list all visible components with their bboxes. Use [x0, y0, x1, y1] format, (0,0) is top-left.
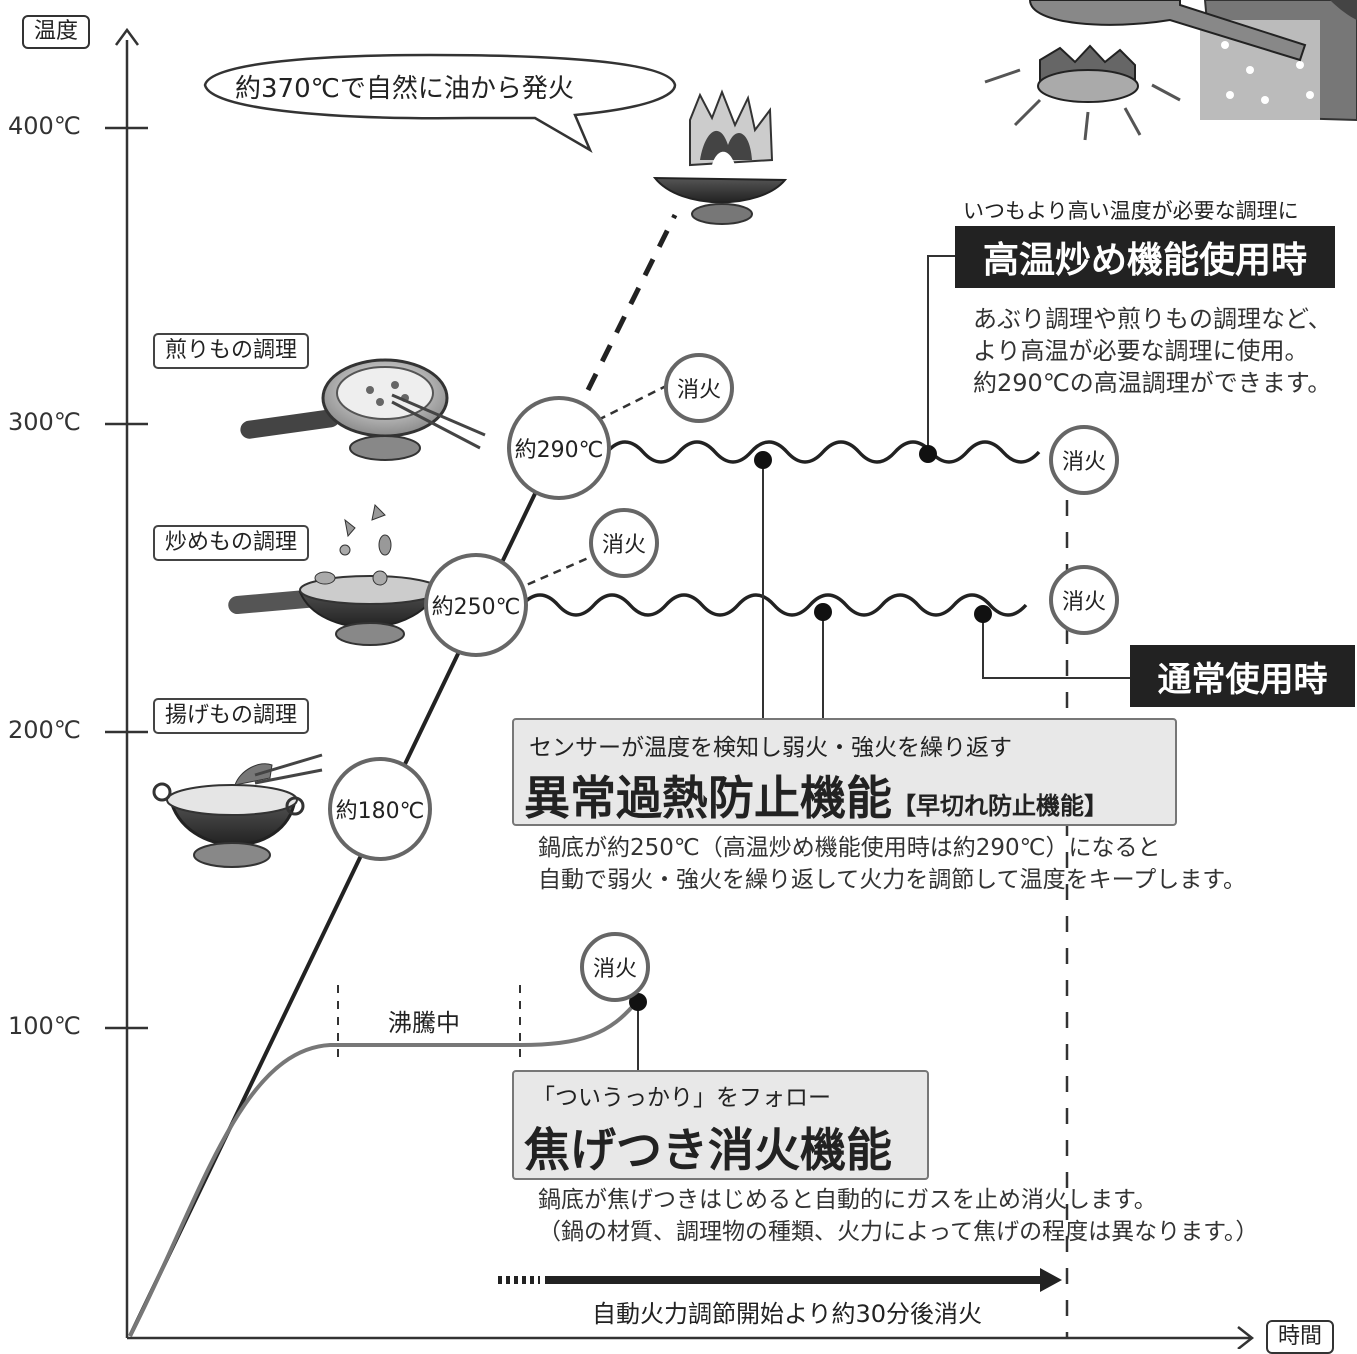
leader-250-off [514, 553, 596, 592]
overheat-title-row: 異常過熱防止機能【早切れ防止機能】 [524, 762, 1108, 828]
wave-250 [520, 593, 1028, 617]
leader-290-off [597, 383, 669, 422]
ignition-dashed-line [585, 213, 678, 392]
off-circle-4: 消火 [1049, 565, 1119, 635]
high-temp-desc-line-3: 約290℃の高温調理ができます。 [973, 369, 1332, 397]
connectors [637, 255, 1130, 1070]
boiling-label: 沸騰中 [388, 1009, 460, 1037]
overheat-desc-line-2: 自動で弱火・強火を繰り返して火力を調節して温度をキープします。 [538, 867, 1246, 893]
speech-bubble [203, 53, 677, 153]
off-circle-2: 消火 [589, 508, 659, 578]
auto-off-arrow [498, 1268, 1062, 1292]
high-temp-title: 高温炒め機能使用時 [955, 226, 1335, 288]
scorch-title: 焦げつき消火機能 [524, 1123, 892, 1177]
normal-use-title: 通常使用時 [1130, 645, 1355, 707]
scorch-desc-line-1: 鍋底が焦げつきはじめると自動的にガスを止め消火します。 [538, 1187, 1157, 1213]
scorch-box: 「ついうっかり」をフォロー 焦げつき消火機能 [512, 1070, 929, 1180]
label-iri: 煎りもの調理 [153, 333, 310, 369]
marker-dots [629, 445, 992, 1011]
x-axis [127, 1326, 1255, 1349]
high-temp-desc-line-2: より高温が必要な調理に使用。 [973, 337, 1309, 365]
itame-wok-icon [228, 503, 442, 646]
off-circle-1: 消火 [664, 353, 734, 423]
overheat-desc-line-1: 鍋底が約250℃（高温炒め機能使用時は約290℃）になると [538, 835, 1161, 861]
tick-300: 300℃ [8, 408, 81, 436]
auto-off-label: 自動火力調節開始より約30分後消火 [592, 1300, 983, 1328]
scorch-desc-line-2: （鍋の材質、調理物の種類、火力によって焦げの程度は異なります。） [538, 1219, 1259, 1245]
off-circle-3: 消火 [1049, 425, 1119, 495]
ignition-note: 約370℃で自然に油から発火 [235, 74, 574, 104]
tick-100: 100℃ [8, 1012, 81, 1040]
tick-200: 200℃ [8, 716, 81, 744]
y-ticks [105, 126, 148, 1030]
y-axis [114, 27, 140, 1338]
overheat-caption: センサーが温度を検知し弱火・強火を繰り返す [529, 735, 1012, 761]
temp-circle-290: 約290℃ [507, 396, 611, 500]
temp-circle-250: 約250℃ [424, 553, 528, 657]
high-temp-caption: いつもより高い温度が必要な調理に [963, 199, 1299, 223]
overheat-subtitle: 【早切れ防止機能】 [892, 792, 1108, 820]
off-circle-5: 消火 [580, 932, 650, 1002]
label-itame: 炒めもの調理 [153, 525, 310, 561]
tick-400: 400℃ [8, 112, 81, 140]
overheat-desc: 鍋底が約250℃（高温炒め機能使用時は約290℃）になると 自動で弱火・強火を繰… [538, 832, 1246, 896]
iri-pan-icon [240, 358, 486, 461]
wave-290 [605, 440, 1041, 464]
scorch-desc: 鍋底が焦げつきはじめると自動的にガスを止め消火します。 （鍋の材質、調理物の種類… [538, 1184, 1258, 1248]
overheat-title: 異常過熱防止機能 [524, 771, 892, 825]
boiling-curve [128, 998, 640, 1337]
y-axis-label: 温度 [22, 15, 91, 49]
overheat-box: センサーが温度を検知し弱火・強火を繰り返す 異常過熱防止機能【早切れ防止機能】 [512, 718, 1177, 826]
scorch-caption: 「ついうっかり」をフォロー [532, 1085, 831, 1111]
age-wok-icon [152, 753, 323, 868]
high-temp-desc-line-1: あぶり調理や煎りもの調理など、 [973, 305, 1332, 333]
burning-wok-icon [652, 89, 788, 225]
high-temp-desc: あぶり調理や煎りもの調理など、 より高温が必要な調理に使用。 約290℃の高温調… [973, 303, 1332, 399]
cooking-person-illustration [984, 0, 1357, 141]
temp-circle-180: 約180℃ [328, 757, 432, 861]
label-age: 揚げもの調理 [153, 698, 310, 734]
x-axis-label: 時間 [1266, 1320, 1335, 1354]
